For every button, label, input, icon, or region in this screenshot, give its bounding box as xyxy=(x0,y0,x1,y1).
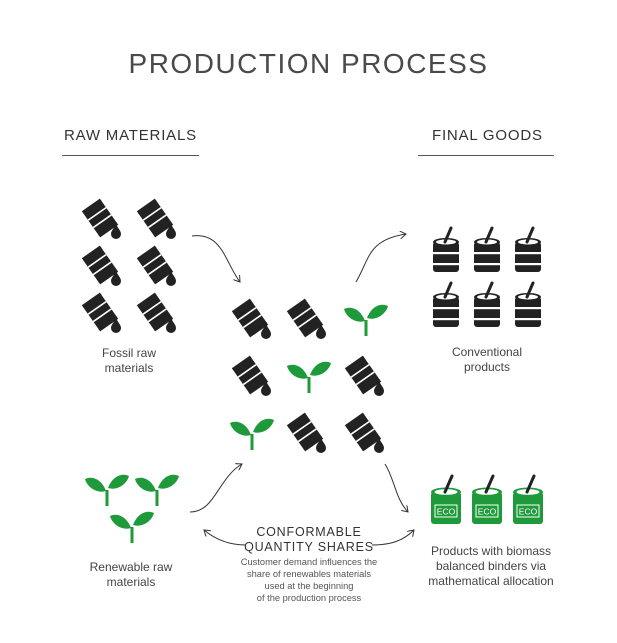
label-line: materials xyxy=(106,575,156,589)
paint-can-icon xyxy=(513,281,543,329)
raw-materials-underline xyxy=(62,155,199,156)
oil-barrel-icon xyxy=(344,354,385,397)
final-goods-underline xyxy=(418,155,554,156)
label-line: products xyxy=(463,360,511,374)
oil-barrel-icon xyxy=(231,297,272,340)
arrow-shares-to-eco xyxy=(371,530,414,546)
oil-barrel-icon xyxy=(286,297,327,340)
oil-barrel-icon xyxy=(81,244,122,287)
sprout-icon xyxy=(108,510,156,545)
flow-arrows xyxy=(189,234,414,546)
biomass-products-label: Products with biomass balanced binders v… xyxy=(412,544,570,589)
label-line: QUANTITY SHARES xyxy=(244,540,374,554)
label-line: Customer demand influences the xyxy=(240,557,378,567)
sprout-icon xyxy=(83,473,131,508)
paint-can-icon xyxy=(472,281,502,329)
arrow-renewable-to-process xyxy=(189,464,242,513)
label-line: used at the beginning xyxy=(264,581,354,591)
sprout-icon xyxy=(228,417,276,452)
oil-barrel-icon xyxy=(286,411,327,454)
label-line: Fossil raw xyxy=(101,346,156,360)
oil-barrel-icon xyxy=(344,411,385,454)
conventional-can-grid xyxy=(431,226,543,329)
oil-barrel-icon xyxy=(136,244,177,287)
label-line: materials xyxy=(104,361,154,375)
raw-materials-heading: RAW MATERIALS xyxy=(64,127,197,144)
customer-demand-note: Customer demand influences the share of … xyxy=(222,556,396,604)
eco-badge-label: ECO xyxy=(519,507,538,517)
eco-paint-can-icon: ECO xyxy=(431,474,461,524)
sprout-icon xyxy=(133,473,181,508)
paint-can-icon xyxy=(472,226,502,274)
label-line: mathematical allocation xyxy=(428,574,554,588)
arrow-shares-to-renewable xyxy=(204,530,247,546)
eco-badge-label: ECO xyxy=(437,507,456,517)
diagram-title: PRODUCTION PROCESS xyxy=(128,48,489,79)
conformable-quantity-shares-heading: CONFORMABLE QUANTITY SHARES xyxy=(234,525,384,555)
arrow-fossil-to-process xyxy=(191,235,240,282)
oil-barrel-icon xyxy=(81,197,122,240)
paint-can-icon xyxy=(431,226,461,274)
arrow-process-to-eco xyxy=(384,463,408,512)
final-goods-heading: FINAL GOODS xyxy=(432,127,543,144)
eco-can-group: ECO ECO ECO xyxy=(431,474,543,524)
oil-barrel-icon xyxy=(81,291,122,334)
paint-can-icon xyxy=(513,226,543,274)
fossil-barrel-grid xyxy=(81,197,177,334)
label-line: Renewable raw xyxy=(89,560,173,574)
renewable-raw-materials-label: Renewable raw materials xyxy=(66,560,196,590)
arrow-process-to-conventional xyxy=(355,234,406,283)
mixed-production-grid xyxy=(228,297,390,454)
oil-barrel-icon xyxy=(136,291,177,334)
label-line: share of renewables materials xyxy=(246,569,372,579)
sprout-icon xyxy=(342,303,390,338)
oil-barrel-icon xyxy=(231,354,272,397)
label-line: balanced binders via xyxy=(435,559,547,573)
eco-paint-can-icon: ECO xyxy=(472,474,502,524)
eco-paint-can-icon: ECO xyxy=(513,474,543,524)
sprout-icon xyxy=(285,360,333,395)
label-line: CONFORMABLE xyxy=(256,525,362,539)
eco-badge-label: ECO xyxy=(478,507,497,517)
renewable-sprout-group xyxy=(83,473,181,545)
paint-can-icon xyxy=(431,281,461,329)
conventional-products-label: Conventional products xyxy=(427,345,547,375)
fossil-raw-materials-label: Fossil raw materials xyxy=(74,346,184,376)
label-line: of the production process xyxy=(256,593,362,603)
label-line: Products with biomass xyxy=(430,544,552,558)
oil-barrel-icon xyxy=(136,197,177,240)
label-line: Conventional xyxy=(451,345,523,359)
